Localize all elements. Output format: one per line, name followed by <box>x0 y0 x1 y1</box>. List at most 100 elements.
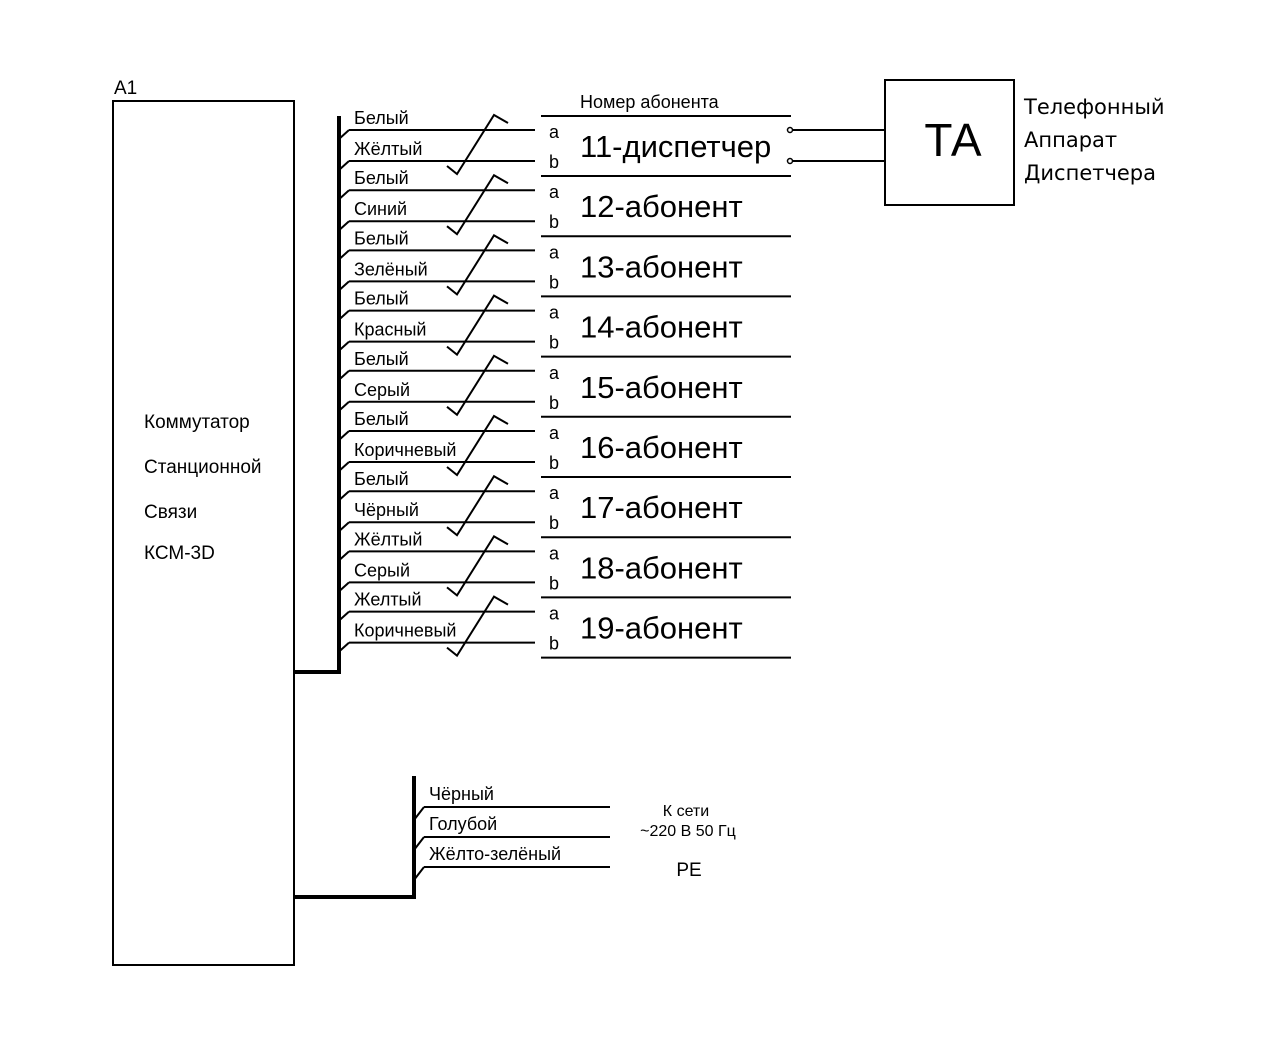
subscriber-number-8: 18-абонент <box>580 550 743 585</box>
pair-label-a-5: a <box>549 363 560 383</box>
device-label-line-2: Станционной <box>144 457 262 478</box>
pair-label-a-1: a <box>549 122 560 142</box>
network-label-line-2: ~220 В 50 Гц <box>640 823 736 840</box>
subscriber-number-4: 14-абонент <box>580 310 743 345</box>
wire-b-fan-6 <box>338 461 350 472</box>
wire-a-fan-2 <box>338 189 350 200</box>
twisted-pair-mark-1 <box>446 113 509 176</box>
subscriber-number-1: 11-диспетчер <box>580 129 771 164</box>
wire-b-fan-3 <box>338 280 350 292</box>
pe-label: PE <box>676 860 701 881</box>
pair-label-b-5: b <box>549 393 559 413</box>
wire-b-fan-5 <box>338 401 350 412</box>
phone-caption-line-2: Аппарат <box>1024 128 1117 152</box>
twisted-pair-mark-6 <box>446 414 509 477</box>
pair-label-b-1: b <box>549 152 559 172</box>
wire-a-label-5: Белый <box>354 349 409 369</box>
wire-b-fan-4 <box>338 340 350 352</box>
pair-label-a-4: a <box>549 303 560 323</box>
phone-box <box>884 79 1015 206</box>
power-wire-label-2: Голубой <box>429 814 497 834</box>
wire-b-label-8: Серый <box>354 560 410 580</box>
wire-b-label-5: Серый <box>354 380 410 400</box>
pair-label-a-6: a <box>549 423 560 443</box>
subscriber-number-9: 19-абонент <box>580 611 743 646</box>
device-label-line-1: Коммутатор <box>144 412 250 433</box>
wire-b-label-2: Синий <box>354 199 407 219</box>
wire-a-label-6: Белый <box>354 409 409 429</box>
dispatcher-phone: ТА Телефонный Аппарат Диспетчера <box>786 79 1165 206</box>
phone-caption-line-1: Телефонный <box>1023 95 1165 119</box>
wire-a-fan-4 <box>338 309 350 321</box>
pair-label-b-6: b <box>549 453 559 473</box>
pair-label-a-8: a <box>549 543 560 563</box>
wire-a-fan-8 <box>338 550 350 562</box>
subscriber-number-6: 16-абонент <box>580 430 743 465</box>
terminal-b <box>786 157 794 165</box>
wire-a-fan-6 <box>338 430 350 441</box>
column-header: Номер абонента <box>580 92 720 112</box>
twisted-pair-mark-3 <box>446 234 509 296</box>
wire-a-label-9: Желтый <box>354 590 422 610</box>
pair-label-b-9: b <box>549 634 559 654</box>
subscriber-number-5: 15-абонент <box>580 370 743 405</box>
twisted-pair-mark-8 <box>446 535 509 597</box>
wire-a-fan-7 <box>338 490 350 501</box>
twisted-pair-mark-7 <box>446 474 509 537</box>
pair-label-b-7: b <box>549 513 559 533</box>
twisted-pair-mark-5 <box>446 354 509 417</box>
wire-b-label-7: Чёрный <box>354 500 419 520</box>
wire-a-fan-5 <box>338 370 350 381</box>
subscriber-number-3: 13-абонент <box>580 249 743 284</box>
pair-label-b-4: b <box>549 333 559 353</box>
wire-a-label-8: Жёлтый <box>354 529 422 549</box>
wire-b-fan-9 <box>338 641 350 653</box>
network-label-line-1: К сети <box>663 803 709 820</box>
power-wire-label-1: Чёрный <box>429 784 494 804</box>
wire-b-label-1: Жёлтый <box>354 139 422 159</box>
wire-a-label-1: Белый <box>354 108 409 128</box>
wire-b-label-3: Зелёный <box>354 259 428 279</box>
pair-label-a-7: a <box>549 483 560 503</box>
wire-b-label-4: Красный <box>354 320 426 340</box>
wire-b-label-9: Коричневый <box>354 621 456 641</box>
device-a1: A1 Коммутатор Станционной Связи КСМ-3D <box>112 78 295 966</box>
pair-label-b-2: b <box>549 212 559 232</box>
wire-a-label-2: Белый <box>354 168 409 188</box>
wire-b-label-6: Коричневый <box>354 440 456 460</box>
pair-label-b-8: b <box>549 573 559 593</box>
subscriber-number-2: 12-абонент <box>580 189 743 224</box>
wire-a-fan-3 <box>338 249 350 261</box>
twisted-pair-mark-9 <box>446 595 509 658</box>
pair-label-a-2: a <box>549 182 560 202</box>
power-wire-label-3: Жёлто-зелёный <box>429 844 561 864</box>
terminal-a <box>786 126 794 134</box>
device-box <box>112 100 295 966</box>
subscriber-number-7: 17-абонент <box>580 490 743 525</box>
phone-box-label: ТА <box>924 114 982 166</box>
wire-b-fan-1 <box>338 160 350 171</box>
wire-b-fan-8 <box>338 581 350 593</box>
wire-a-fan-9 <box>338 610 350 622</box>
power-wire-fan-2 <box>413 836 425 851</box>
wire-a-fan-1 <box>338 129 350 140</box>
device-ref: A1 <box>114 78 137 99</box>
subscriber-cable <box>294 116 341 674</box>
power-cable: Чёрный Голубой Жёлто-зелёный К сети ~220… <box>294 776 736 899</box>
wire-a-label-3: Белый <box>354 228 409 248</box>
pair-label-b-3: b <box>549 272 559 292</box>
pair-label-a-3: a <box>549 242 560 262</box>
wire-b-fan-2 <box>338 220 350 231</box>
twisted-pair-mark-4 <box>446 294 509 357</box>
device-label-line-3: Связи <box>144 502 197 523</box>
power-wire-fan-1 <box>413 806 425 821</box>
wire-a-label-4: Белый <box>354 289 409 309</box>
twisted-pair-mark-2 <box>446 173 509 236</box>
pair-label-a-9: a <box>549 604 560 624</box>
wire-b-fan-7 <box>338 521 350 532</box>
wire-a-label-7: Белый <box>354 469 409 489</box>
device-label-line-4: КСМ-3D <box>144 543 215 564</box>
